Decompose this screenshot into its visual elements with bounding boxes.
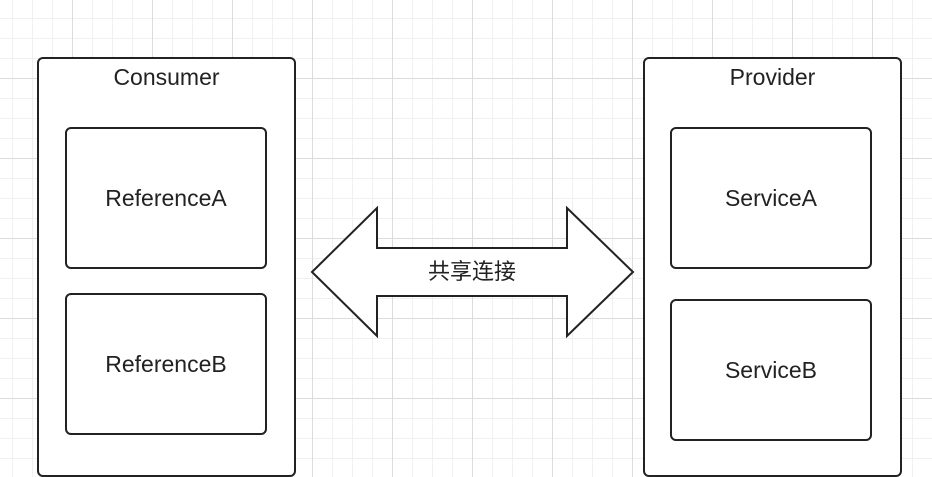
reference-b-node[interactable]: ReferenceB	[65, 293, 267, 435]
double-arrow-shape	[310, 205, 635, 339]
shared-connection-label: 共享连接	[427, 260, 516, 285]
provider-title: Provider	[729, 64, 816, 90]
reference-a-node[interactable]: ReferenceA	[65, 127, 267, 269]
service-b-node[interactable]: ServiceB	[670, 299, 872, 441]
shared-connection-arrow	[310, 205, 635, 339]
service-a-node[interactable]: ServiceA	[670, 127, 872, 269]
consumer-title: Consumer	[113, 64, 220, 90]
